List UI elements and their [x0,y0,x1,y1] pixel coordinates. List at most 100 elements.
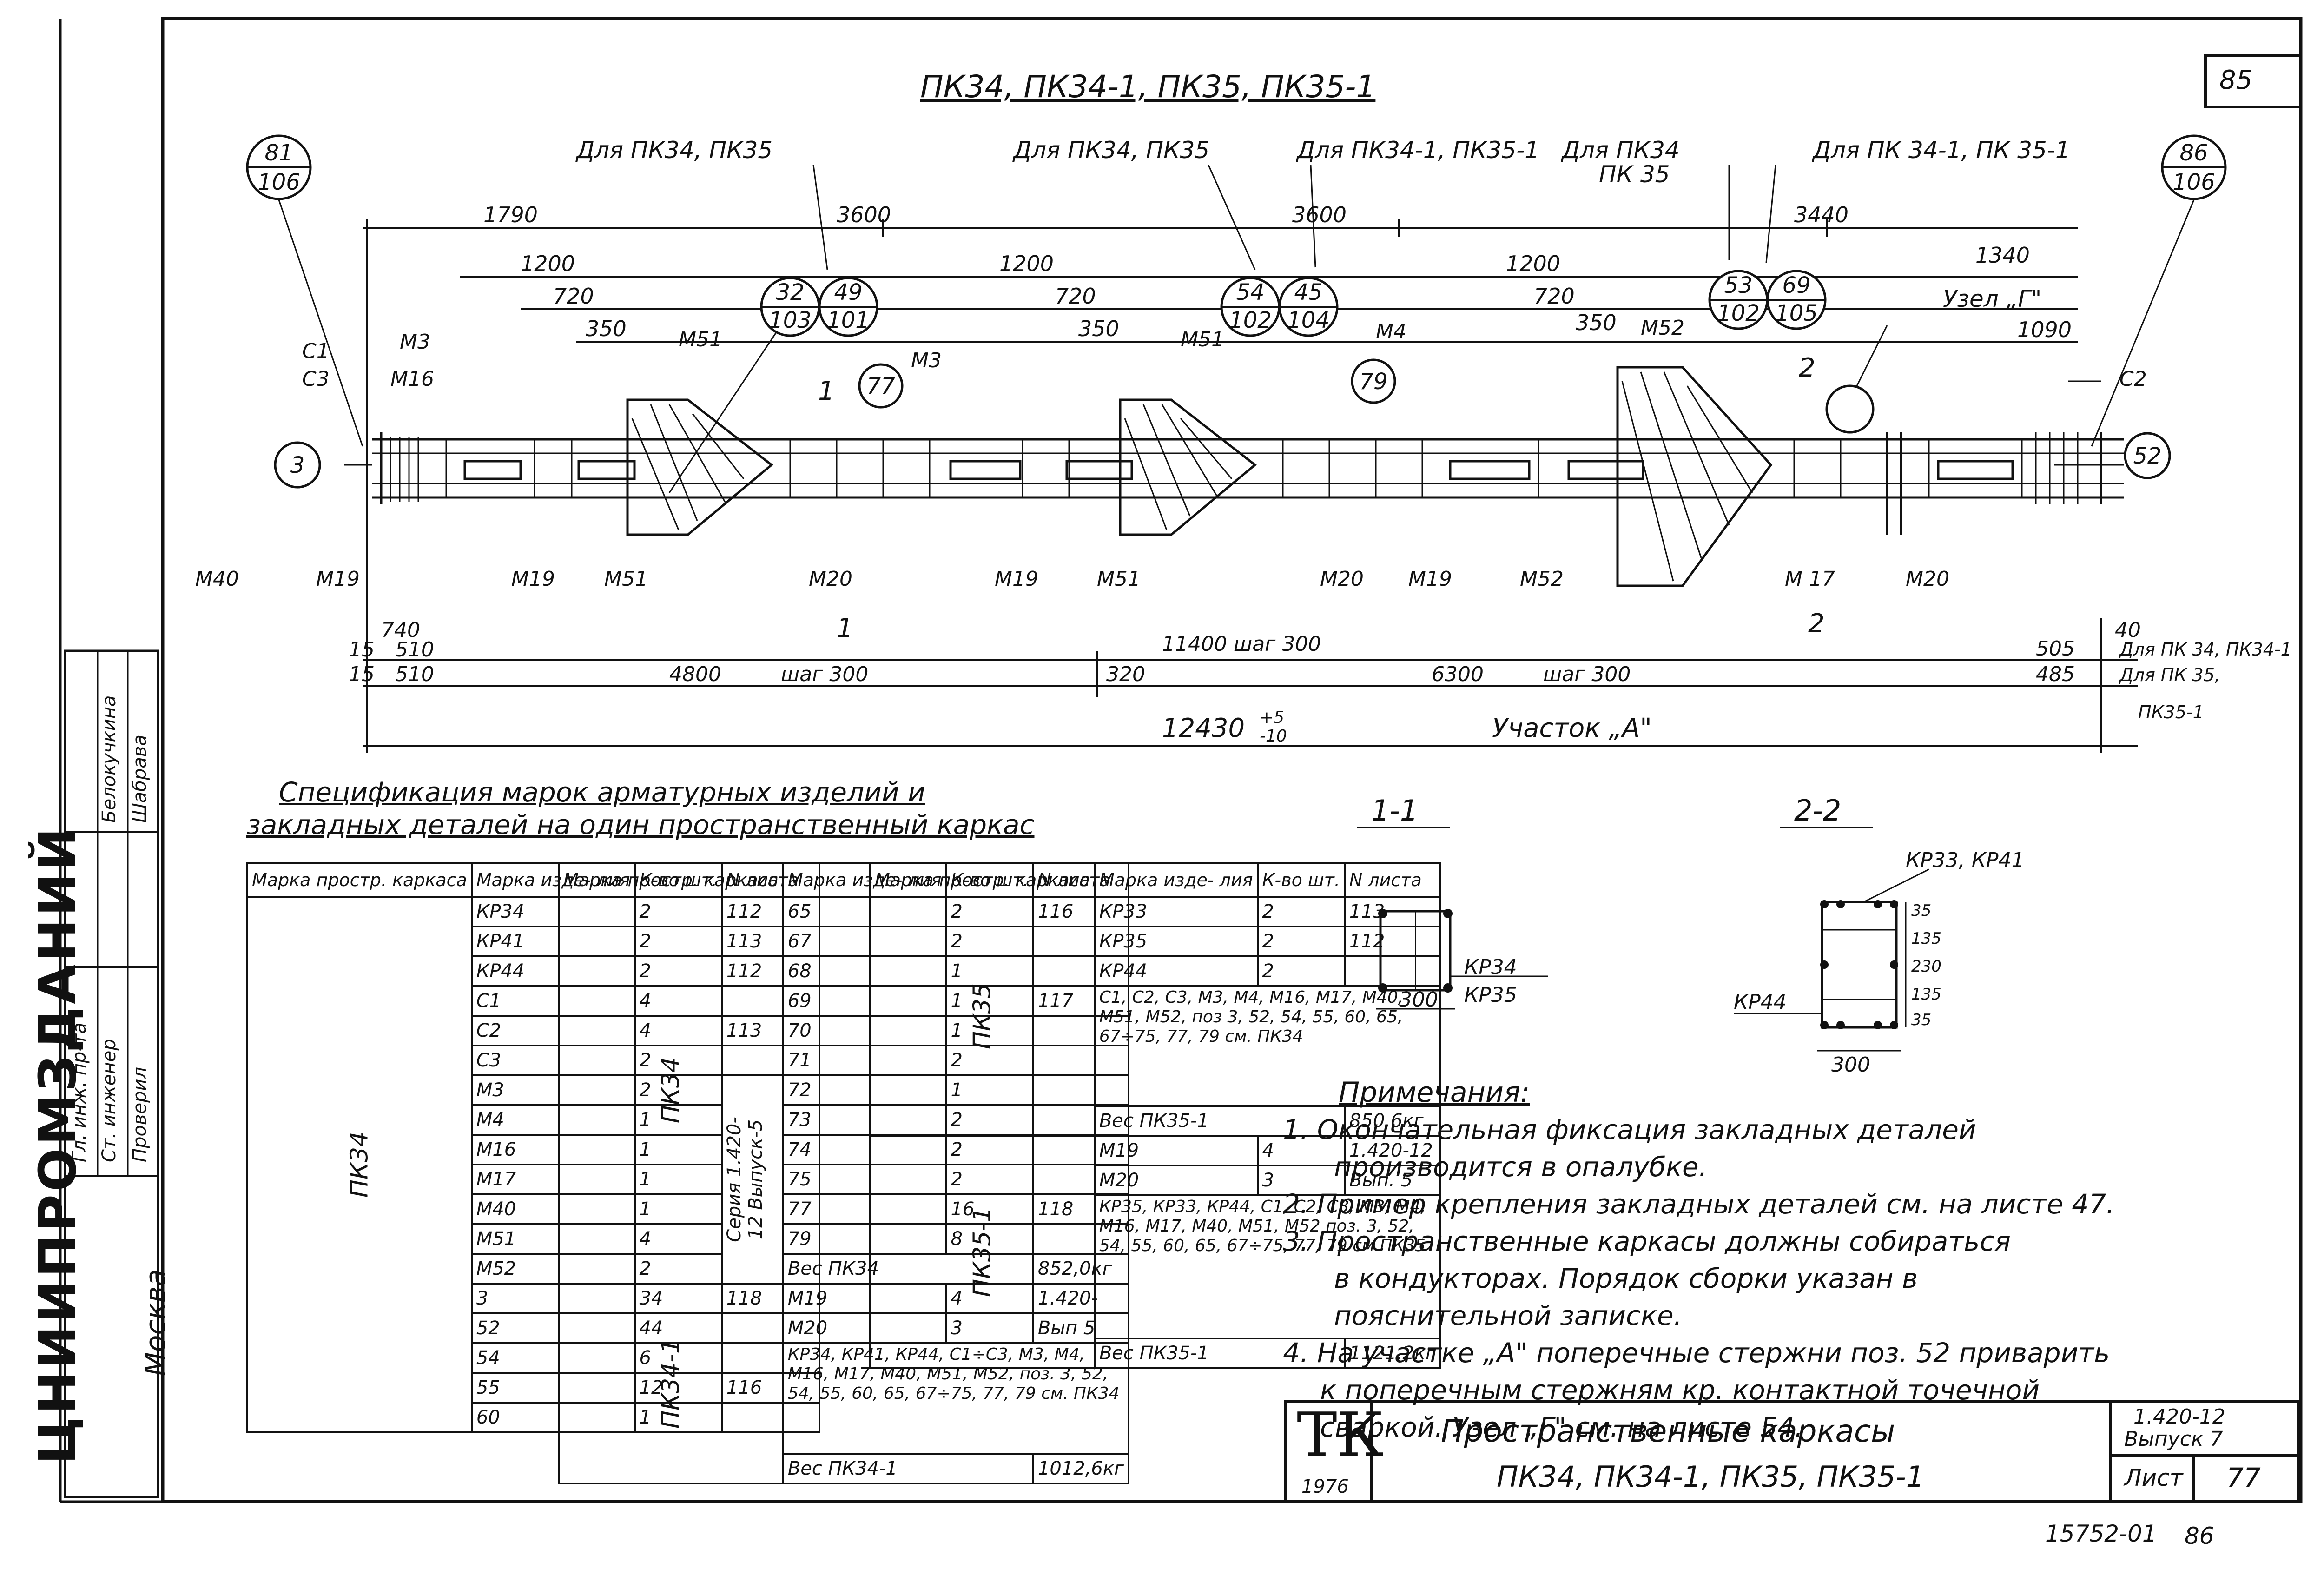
side-city: Москва [139,1269,172,1376]
t3-frame-b: ПК35-1 [968,1206,997,1298]
title-block-frame [1284,1400,2300,1503]
th-sheet: N листа [1343,862,1441,898]
circle-79: 79 [1359,369,1387,395]
dim-step-b: шаг 300 [1543,662,1631,686]
t2-weight-b-label: Вес ПК34-1 [782,1453,1034,1484]
dim-4800: 4800 [669,662,721,686]
dim-3600-b: 3600 [1292,202,1347,227]
circle-3: 3 [290,452,305,478]
table-cell: КР44 [1093,955,1259,987]
th-frame: Марка простр. каркаса [246,862,473,898]
mark-m20-b: М20 [1320,567,1364,591]
dim-350-c: 350 [1576,310,1617,335]
circle-52: 52 [2133,443,2161,469]
callout-6-bottom: 102 [1717,300,1760,326]
mark-m20-c: М20 [1906,567,1949,591]
callout-7-top: 69 [1782,272,1810,298]
mark-m20-a: М20 [809,567,852,591]
section-1-width: 300 [1399,988,1438,1012]
t3-weight-a-label: Вес ПК35-1 [1093,1105,1346,1137]
section-2-top-bars: КР33, КР41 [1906,848,2025,872]
dim-note-1: Для ПК 34, ПК34-1 [2119,639,2292,660]
callout-3-top: 49 [834,279,862,305]
mark-m17: М 17 [1785,567,1835,591]
title-year: 1976 [1301,1476,1349,1497]
dim-320: 320 [1106,662,1145,686]
callout-2-bottom: 103 [769,307,812,333]
callout-4-bottom: 102 [1229,307,1272,333]
mark-m51-a: М51 [679,328,722,351]
section-mark-2b: 2 [1808,609,1825,639]
mark-m40: М40 [195,567,239,591]
side-role-1: Гл. инж. пр-та [69,1022,90,1162]
section-mark-1a: 1 [818,376,835,406]
table-cell: М20 [1093,1165,1259,1196]
t3-text-b: КР35, КР33, КР44, С1, С2, С3, М3, М4, М1… [1093,1194,1441,1339]
dim-note-3: ПК35-1 [2138,702,2204,722]
mark-c2: С2 [2119,367,2147,391]
section-2-dim-1: 35 [1911,901,1931,920]
tolerance-plus: +5 [1260,708,1284,727]
table-cell: Вып. 5 [1343,1165,1441,1196]
dim-1200-c: 1200 [1506,251,1560,276]
dim-720-a: 720 [553,284,594,309]
callout-5-bottom: 104 [1287,307,1330,333]
mark-m19-a: М19 [316,567,360,591]
dim-1790: 1790 [483,202,538,227]
section-2-width: 300 [1831,1053,1870,1077]
title-line-1: Пространственные каркасы [1441,1413,1895,1449]
note-line: 2. Пример крепления закладных деталей см… [1283,1188,2115,1220]
dim-15-a: 15 [349,638,375,662]
title-line-2: ПК34, ПК34-1, ПК35, ПК35-1 [1497,1460,1925,1494]
mark-m3-a: М3 [400,330,430,354]
title-sheet-label: Лист [2124,1464,2183,1491]
side-role-3: Проверил [129,1066,151,1162]
th-item: Марка изде- лия [1093,862,1259,898]
mark-c3: С3 [302,367,330,391]
spec-title-1: Спецификация марок арматурных изделий и [279,776,925,808]
page-number: 85 [2219,65,2253,95]
mark-m4: М4 [1376,320,1406,344]
table-cell: 3 [1256,1165,1346,1196]
overall-length: 12430 [1162,713,1245,743]
footer-page: 86 [2185,1523,2214,1550]
note-line: 4. На участке „А" поперечные стержни поз… [1283,1337,2110,1369]
dim-505: 505 [2036,637,2075,661]
mark-m52-b: М52 [1520,567,1564,591]
dim-note-2: Для ПК 35, [2119,665,2220,685]
dim-510-a: 510 [395,638,434,662]
mark-m16: М16 [390,367,434,391]
table-cell: 2 [1256,926,1346,957]
leader-note-1: Для ПК34, ПК35 [575,137,772,164]
note-line: производится в опалубке. [1334,1151,1708,1183]
callout-8-bottom: 106 [2172,169,2215,195]
title-series: 1.420-12 [2133,1405,2225,1429]
t2-frame-a: ПК34 [657,1057,685,1124]
section-2-dim-2: 135 [1911,929,1941,948]
t3-weight-b-value: 1121,2кг [1343,1338,1441,1369]
title-logo: ТК [1297,1399,1384,1470]
callout-4-top: 54 [1236,279,1264,305]
side-role-2: Ст. инженер [99,1039,120,1162]
note-line: в кондукторах. Порядок сборки указан в [1334,1263,1918,1294]
table-cell: КР35 [1093,926,1259,957]
dim-3440: 3440 [1794,202,1849,227]
table-cell: 1.420-12 [1343,1135,1441,1166]
t2-frame-b: ПК34-1 [657,1338,685,1429]
page-title: ПК34, ПК34-1, ПК35, ПК35-1 [920,69,1376,105]
callout-2-top: 32 [776,279,804,305]
note-line: 3. Пространственные каркасы должны собир… [1283,1225,2011,1257]
dim-510-b: 510 [395,662,434,686]
note-line: пояснительной записке. [1334,1300,1683,1331]
callout-8-top: 86 [2179,140,2208,166]
section-2-dim-3: 230 [1911,957,1941,976]
dim-1200-a: 1200 [521,251,575,276]
leader-note-4: Для ПК34 [1561,137,1680,164]
callout-1-bottom: 106 [257,169,300,195]
mark-m19-c: М19 [995,567,1038,591]
note-line: сваркой. Узел „Г" см. на листе 54. [1320,1411,1803,1443]
mark-m19-b: М19 [511,567,555,591]
callout-7-bottom: 105 [1775,300,1818,326]
spec-title-2: закладных деталей на один пространственн… [246,809,1035,841]
